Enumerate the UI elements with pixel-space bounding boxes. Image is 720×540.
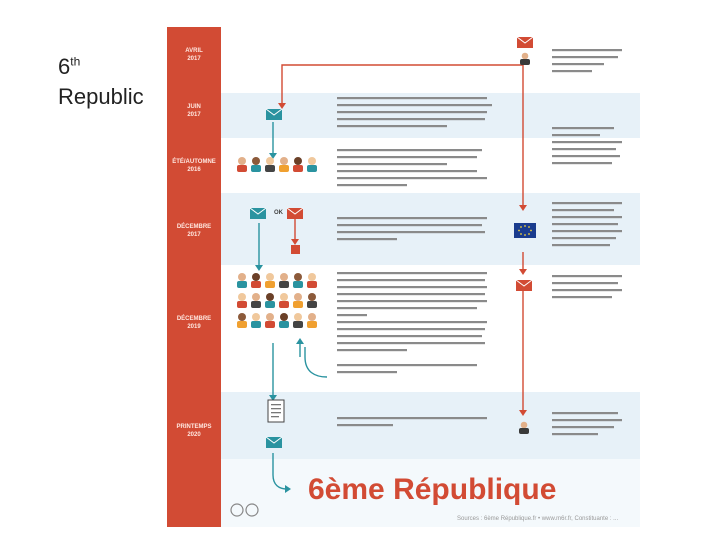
timeline-date-2: JUIN 2017 (187, 104, 201, 118)
timeline-date-3: ÉTÉ/AUTOMNE 2016 (172, 159, 216, 173)
slide-title: 6th Republic (58, 52, 144, 112)
ok-label: OK (274, 210, 283, 216)
timeline-date-1: AVRIL 2017 (185, 48, 203, 62)
timeline-bar (167, 27, 221, 527)
crowd-illustrations (230, 157, 317, 517)
band-3 (221, 138, 640, 193)
text-placeholder-lines (249, 36, 622, 493)
envelope-icon-group (249, 36, 534, 448)
infographic: AVRIL 2017 JUIN 2017 ÉTÉ/AUTOMNE 2016 DÉ… (167, 27, 640, 527)
timeline-date-4: DÉCEMBRE 2017 (176, 224, 212, 238)
slide-title-word: Republic (58, 84, 144, 109)
band-2 (221, 93, 640, 138)
slide-title-suffix: th (70, 54, 81, 69)
timeline-date-5: DÉCEMBRE 2019 (176, 316, 212, 330)
footer-sources: Sources : 6ème République.fr • www.m6r.f… (457, 516, 619, 522)
band-6 (221, 392, 640, 459)
final-title: 6ème République (308, 473, 557, 506)
band-1 (221, 27, 640, 93)
band-7 (221, 459, 640, 527)
band-4 (221, 193, 640, 265)
timeline-date-6: PRINTEMPS 2020 (176, 424, 212, 438)
slide-title-number: 6 (58, 54, 71, 79)
